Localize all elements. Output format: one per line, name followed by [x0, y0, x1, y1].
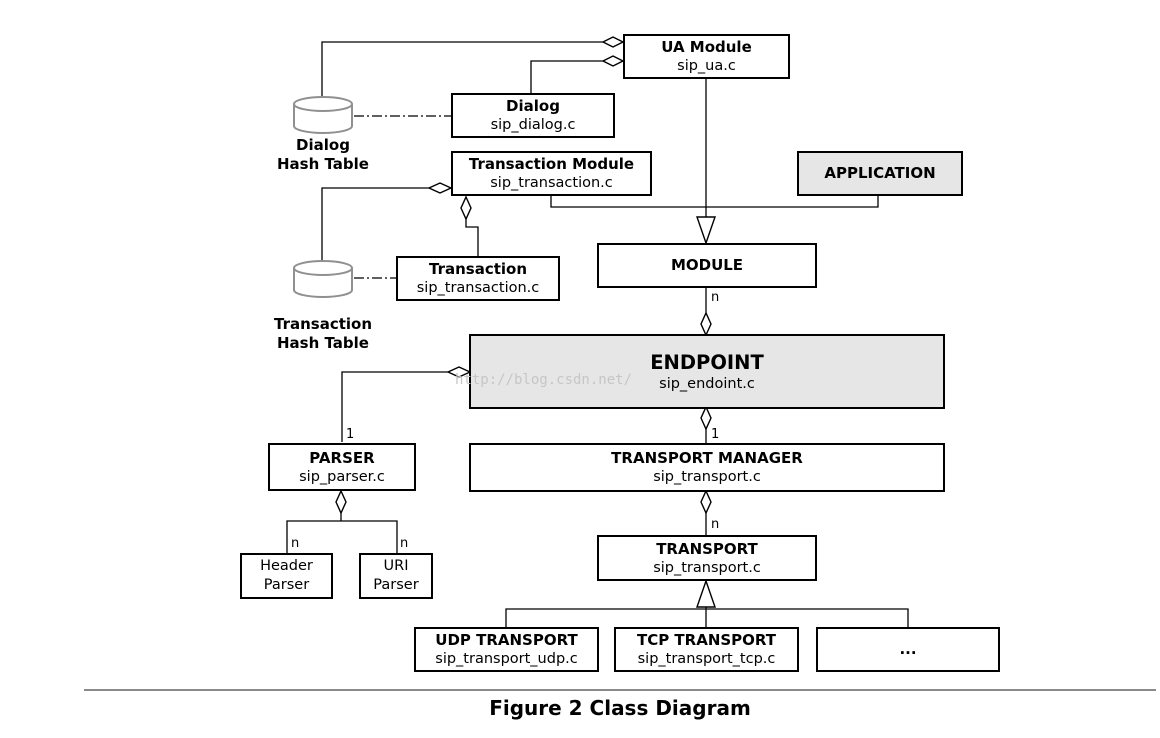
- connector-txmodule-module: [550, 195, 879, 208]
- diamond-endpoint-left: [446, 366, 472, 378]
- diamond-endpoint-top: [700, 311, 712, 337]
- class-title: MODULE: [670, 256, 744, 274]
- class-file: sip_endoint.c: [659, 375, 755, 392]
- class-title: UDP TRANSPORT: [435, 631, 578, 649]
- multiplicity-module: n: [711, 290, 720, 305]
- diamond-endpoint-bottom: [700, 405, 712, 431]
- multiplicity-header-parser: n: [291, 536, 300, 551]
- class-title: ENDPOINT: [650, 350, 764, 374]
- class-file: sip_dialog.c: [490, 117, 576, 133]
- multiplicity-transport: n: [711, 517, 720, 532]
- class-title: Dialog: [506, 97, 560, 115]
- connector-parser-endpoint: [341, 371, 448, 442]
- class-title: ...: [899, 640, 917, 658]
- transaction-class: Transaction sip_transaction.c: [396, 256, 560, 301]
- connector-transports-transport: [505, 608, 909, 627]
- class-file: sip_ua.c: [677, 58, 736, 74]
- class-title: PARSER: [309, 448, 375, 467]
- ua-module-class: UA Module sip_ua.c: [623, 34, 790, 79]
- parser-class: PARSER sip_parser.c: [268, 443, 416, 491]
- class-title: TRANSPORT: [656, 539, 758, 558]
- diamond-ua-2: [601, 55, 625, 67]
- class-file: sip_transport.c: [653, 469, 761, 485]
- transport-manager-class: TRANSPORT MANAGER sip_transport.c: [469, 443, 945, 492]
- udp-transport-class: UDP TRANSPORT sip_transport_udp.c: [414, 627, 599, 672]
- triangle-transport: [696, 578, 716, 608]
- class-title: TRANSPORT MANAGER: [611, 449, 803, 467]
- diamond-txmodule-2: [460, 195, 472, 221]
- diamond-txmodule-1: [427, 182, 453, 194]
- class-title: TCP TRANSPORT: [636, 631, 777, 649]
- triangle-module: [696, 216, 716, 246]
- figure-caption: Figure 2 Class Diagram: [489, 696, 751, 720]
- multiplicity-transport-manager: 1: [711, 427, 720, 442]
- dialog-hash-table-label: Dialog Hash Table: [277, 136, 369, 173]
- transaction-hash-table-label: Transaction Hash Table: [273, 315, 373, 352]
- class-title: Transaction Module: [468, 155, 635, 173]
- application-class: APPLICATION: [797, 151, 963, 196]
- connector-transaction-txmodule: [465, 219, 479, 256]
- diamond-tm-bottom: [700, 489, 712, 515]
- class-file: sip_transport.c: [653, 559, 761, 576]
- transport-class: TRANSPORT sip_transport.c: [597, 535, 817, 581]
- connector-subparsers-parser: [286, 520, 398, 553]
- connector-txhash-txmodule: [321, 187, 429, 260]
- uri-parser-class: URI Parser: [359, 553, 433, 599]
- class-file: sip_transaction.c: [490, 175, 613, 191]
- watermark: http://blog.csdn.net/: [455, 372, 633, 388]
- tcp-transport-class: TCP TRANSPORT sip_transport_tcp.c: [614, 627, 799, 672]
- class-title: Transaction: [428, 260, 528, 278]
- class-title: APPLICATION: [824, 164, 936, 182]
- class-file: sip_transport_tcp.c: [637, 651, 776, 667]
- header-parser-class: Header Parser: [240, 553, 333, 599]
- connector-dialoghash-ua: [321, 41, 603, 98]
- transaction-module-class: Transaction Module sip_transaction.c: [451, 151, 652, 196]
- class-file: sip_transaction.c: [416, 280, 540, 296]
- class-title: UA Module: [661, 38, 752, 56]
- multiplicity-uri-parser: n: [400, 536, 409, 551]
- class-file: sip_parser.c: [299, 468, 385, 485]
- database-icon: [293, 260, 353, 298]
- multiplicity-parser: 1: [346, 427, 355, 442]
- diamond-ua-1: [601, 36, 625, 48]
- dialog-class: Dialog sip_dialog.c: [451, 93, 615, 138]
- connector-dialog-ua: [530, 60, 603, 93]
- database-icon: [293, 96, 353, 134]
- diamond-parser-bottom: [335, 489, 347, 515]
- endpoint-class: ENDPOINT sip_endoint.c: [469, 334, 945, 409]
- module-class: MODULE: [597, 243, 817, 288]
- class-file: sip_transport_udp.c: [435, 651, 578, 667]
- more-transports-class: ...: [816, 627, 1000, 672]
